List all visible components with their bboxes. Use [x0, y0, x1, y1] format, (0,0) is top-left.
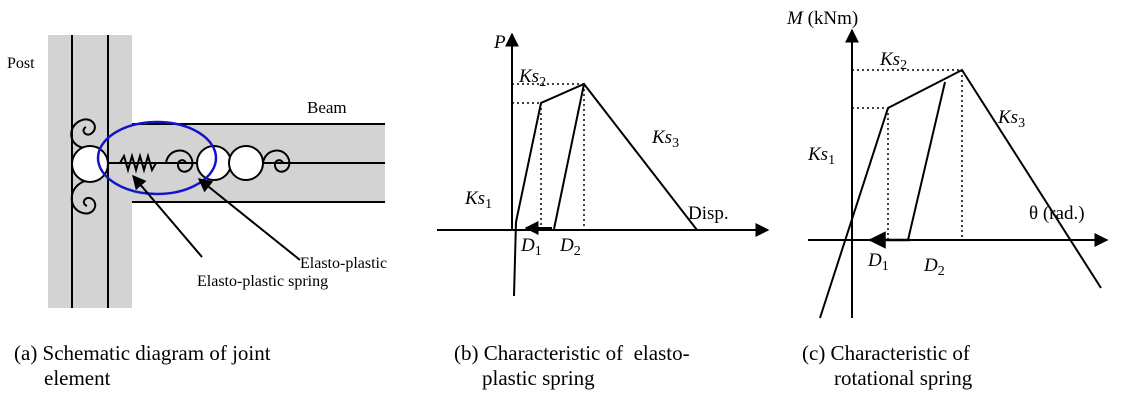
rotational-characteristic: M (kNm) θ (rad.) Ks1 Ks2 Ks3 D1 D2	[786, 8, 1109, 319]
b-ks3-label: Ks3	[651, 127, 679, 151]
b-x-axis-label: Disp.	[688, 203, 729, 224]
b-y-axis-label: P	[493, 32, 506, 53]
c-moment-rotation-curve	[819, 68, 1102, 319]
c-y-axis-label: M (kNm)	[786, 8, 858, 29]
c-x-axis-label: θ (rad.)	[1029, 203, 1085, 224]
b-unload-reload	[553, 83, 585, 230]
caption-c-line2: rotational spring	[834, 366, 973, 390]
b-d2-label: D2	[559, 235, 581, 259]
post-spiral-top	[70, 118, 96, 150]
post-spiral-bottom	[70, 179, 97, 215]
post-label: Post	[7, 55, 35, 72]
c-ks2-label: Ks2	[879, 49, 907, 73]
elasto-plastic-characteristic: P Disp. Ks1 Ks2 Ks3 D1 D2	[437, 32, 770, 297]
caption-a-line1: (a) Schematic diagram of joint	[14, 341, 271, 365]
elasto-plastic-label: Elasto-plastic	[300, 255, 387, 272]
beam-spiral-1	[165, 149, 194, 173]
beam-label: Beam	[307, 98, 347, 117]
leader-elasto-plastic-spring	[132, 174, 203, 258]
caption-a-line2: element	[44, 366, 111, 390]
caption-b-line2: plastic spring	[482, 366, 595, 390]
spring-highlight-ellipse	[96, 120, 218, 196]
caption-b: (b) Characteristic of elasto- plastic sp…	[454, 341, 774, 391]
elasto-plastic-spring	[108, 152, 166, 174]
c-ks1-label: Ks1	[807, 144, 835, 168]
caption-c-line1: (c) Characteristic of	[802, 341, 970, 365]
b-ks2-label: Ks2	[518, 66, 546, 90]
c-ks3-label: Ks3	[997, 107, 1025, 131]
elasto-plastic-spring-label: Elasto-plastic spring	[197, 273, 328, 290]
c-unload-reload	[907, 81, 946, 241]
c-d1-label: D1	[867, 250, 889, 274]
c-d2-label: D2	[923, 255, 945, 279]
beam-spiral-2	[262, 149, 291, 173]
leader-elasto-plastic	[197, 178, 301, 261]
b-ks1-label: Ks1	[464, 188, 492, 212]
joint-hinge	[71, 145, 109, 183]
joint-schematic: Post Beam Elasto-plastic Elasto-plastic …	[7, 35, 387, 308]
caption-a: (a) Schematic diagram of joint element	[14, 341, 314, 391]
figure-canvas: Post Beam Elasto-plastic Elasto-plastic …	[7, 8, 1109, 319]
caption-b-line1: (b) Characteristic of elasto-	[454, 341, 690, 365]
caption-c: (c) Characteristic of rotational spring	[802, 341, 1102, 391]
b-d1-label: D1	[520, 235, 542, 259]
beam-hinge-2	[228, 145, 264, 181]
